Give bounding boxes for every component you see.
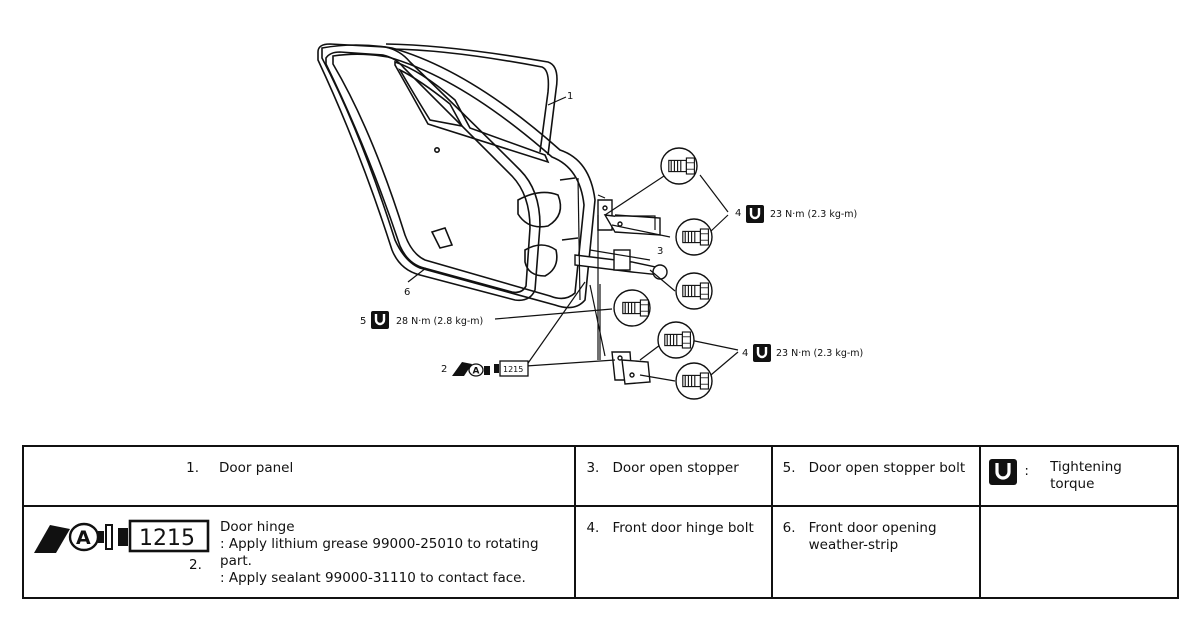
grease-icon: A xyxy=(452,362,490,377)
legend-item-1-number: 1. xyxy=(186,460,199,476)
legend-item-5-number: 5. xyxy=(782,460,796,476)
legend-cell-5: 5. Door open stopper bolt xyxy=(770,445,981,507)
legend-item-4-number: 4. xyxy=(586,520,600,536)
legend-cell-3: 3. Door open stopper xyxy=(574,445,773,507)
torque-colon: : xyxy=(1024,463,1029,479)
callout-5-value: 28 N·m (2.8 kg-m) xyxy=(396,316,483,327)
bolt-circle-stopper xyxy=(675,272,713,310)
legend-item-3-text: Door open stopper xyxy=(612,460,739,476)
bolt-circle-upper-1 xyxy=(660,147,698,185)
weather-strip-drawing xyxy=(317,43,558,302)
torque-label: Tightening torque xyxy=(1050,459,1122,492)
svg-text:A: A xyxy=(76,527,91,549)
legend-item-2-text: Door hinge : Apply lithium grease 99000-… xyxy=(220,519,539,586)
callout-6: 6 xyxy=(404,287,410,298)
bolt-circle-stopper-bolt xyxy=(613,289,651,327)
door-assembly-diagram: 1 3 6 4 23 N·m (2.3 kg-m) 4 23 N·m (2.3 … xyxy=(317,43,863,400)
callout-4-upper-value: 23 N·m (2.3 kg-m) xyxy=(770,209,857,220)
legend-cell-6: 6. Front door opening weather-strip xyxy=(770,505,981,599)
svg-text:1215: 1215 xyxy=(139,526,195,551)
legend-cell-empty xyxy=(978,505,1180,599)
callout-4-upper-number: 4 xyxy=(735,208,741,219)
legend-item-2-number: 2. xyxy=(189,557,202,573)
grease-sealant-icon: A 1215 xyxy=(32,519,212,560)
callout-4-lower-number: 4 xyxy=(742,348,748,359)
callout-4-lower-value: 23 N·m (2.3 kg-m) xyxy=(776,348,863,359)
legend-cell-1: 1. Door panel xyxy=(21,445,577,507)
torque-icon xyxy=(369,309,391,331)
legend-item-3-number: 3. xyxy=(586,460,600,476)
bolt-circle-upper-2 xyxy=(675,218,713,256)
svg-text:A: A xyxy=(473,367,480,377)
torque-icon xyxy=(744,203,766,225)
sealant-icon: 1215 xyxy=(494,360,529,377)
torque-icon xyxy=(988,459,1025,493)
bolt-circle-lower-2 xyxy=(675,362,713,400)
callout-3: 3 xyxy=(657,246,663,257)
door-panel-drawing xyxy=(321,44,596,309)
legend-table: 1. Door panel 3. Door open stopper 5. Do… xyxy=(21,445,1180,599)
upper-hinge-drawing xyxy=(597,199,661,236)
legend-item-6-number: 6. xyxy=(782,520,796,536)
legend-item-1-text: Door panel xyxy=(219,460,294,476)
bolt-circle-lower-1 xyxy=(657,321,695,359)
legend-cell-torque: : Tightening torque xyxy=(978,445,1180,507)
callout-1: 1 xyxy=(567,91,573,102)
lower-hinge-drawing xyxy=(611,351,651,385)
legend-cell-4: 4. Front door hinge bolt xyxy=(574,505,773,599)
legend-item-5-text: Door open stopper bolt xyxy=(808,460,966,476)
legend-item-4-text: Front door hinge bolt xyxy=(612,520,754,536)
svg-text:1215: 1215 xyxy=(503,365,523,374)
legend-cell-2: A 1215 2. Door hinge : Apply lithium gre… xyxy=(21,505,577,599)
torque-icon xyxy=(751,342,773,364)
callout-5-number: 5 xyxy=(360,316,366,327)
callout-2-number: 2 xyxy=(441,364,447,375)
legend-item-6-text: Front door opening weather-strip xyxy=(808,520,937,553)
